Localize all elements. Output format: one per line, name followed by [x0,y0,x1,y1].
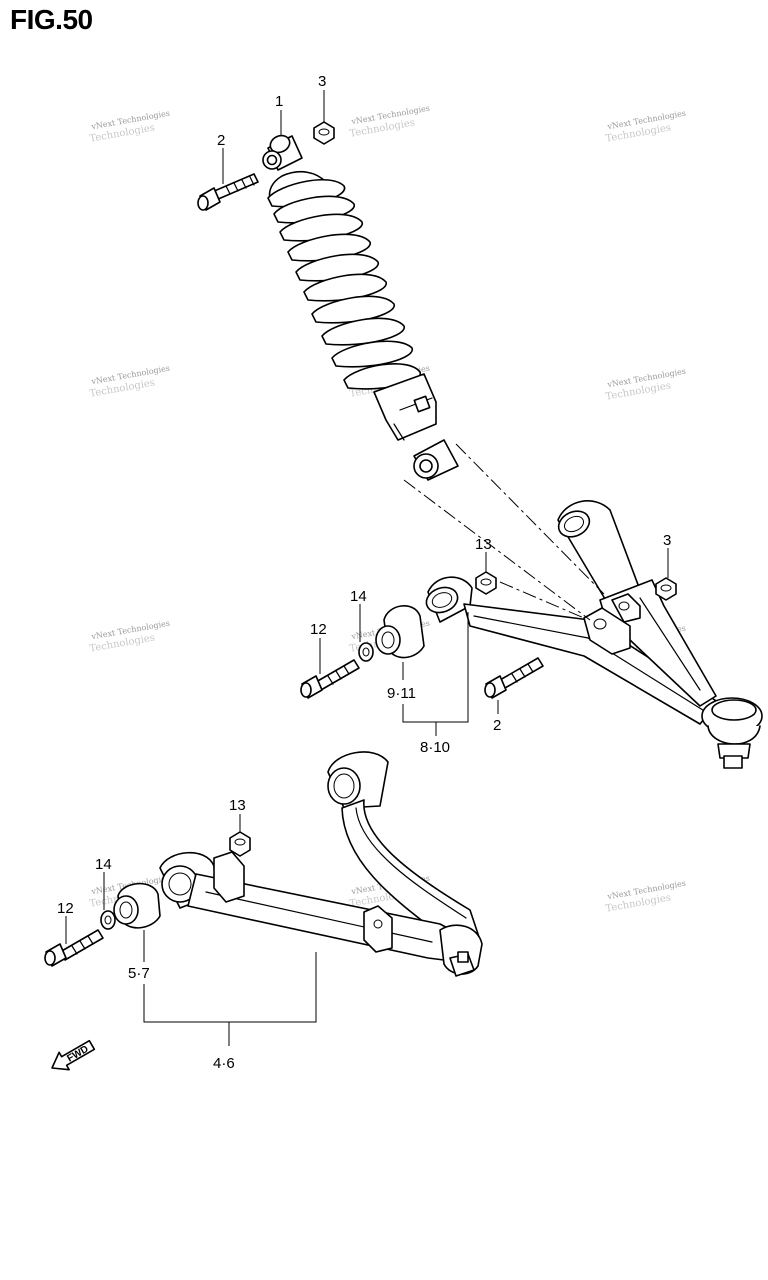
part-12-bolt-lower [44,929,104,967]
watermark: Technologies vNext Technologies [89,619,171,655]
shock-absorber [262,134,459,481]
part-2-bolt-arm [484,657,544,699]
part-13-nut-lower [229,831,251,857]
part-14-washer-upper [358,642,374,662]
part-3-nut-upper [313,121,335,145]
part-5-7-bushing [113,882,161,929]
upper-arm [425,500,763,769]
part-3-nut-arm [655,577,677,601]
callout-12-upper: 12 [310,621,327,638]
part-1-bushing [262,134,303,171]
callout-14-lower: 14 [95,856,112,873]
callout-1: 1 [275,93,283,110]
figure-title: FIG.50 [10,4,93,35]
callout-2-arm: 2 [493,717,501,734]
callout-2-upper: 2 [217,132,225,149]
part-9-11-bushing [375,605,425,659]
fwd-arrow-icon [51,1039,96,1071]
guide-line [499,581,585,619]
part-12-bolt-upper [300,659,360,699]
callout-14-upper: 14 [350,588,367,605]
part-13-nut-upper [475,571,497,595]
watermark: Technologies vNext Technologies [349,104,431,140]
part-2-bolt-upper [197,173,259,211]
callout-5-7: 5·7 [128,965,150,982]
coil-spring [267,178,421,390]
part-14-washer-lower [100,910,116,930]
watermark: Technologies vNext Technologies [89,109,171,145]
watermark: Technologies vNext Technologies [605,367,687,403]
watermark: Technologies vNext Technologies [89,364,171,400]
callout-13-upper: 13 [475,536,492,553]
callout-3-arm: 3 [663,532,671,549]
callout-9-11: 9·11 [387,685,416,702]
callout-13-lower: 13 [229,797,246,814]
lower-arm [159,751,483,977]
callout-4-6: 4·6 [213,1055,235,1072]
leader-lines [65,90,669,1046]
fwd-arrow: FWD [51,1039,96,1071]
callout-3-upper: 3 [318,73,326,90]
fwd-label: FWD [65,1044,90,1065]
guide-line [403,479,591,621]
callout-12-lower: 12 [57,900,74,917]
watermark: Technologies vNext Technologies [605,109,687,145]
callout-8-10: 8·10 [420,739,450,756]
watermark: Technologies vNext Technologies [605,879,687,915]
guide-line [455,443,605,595]
